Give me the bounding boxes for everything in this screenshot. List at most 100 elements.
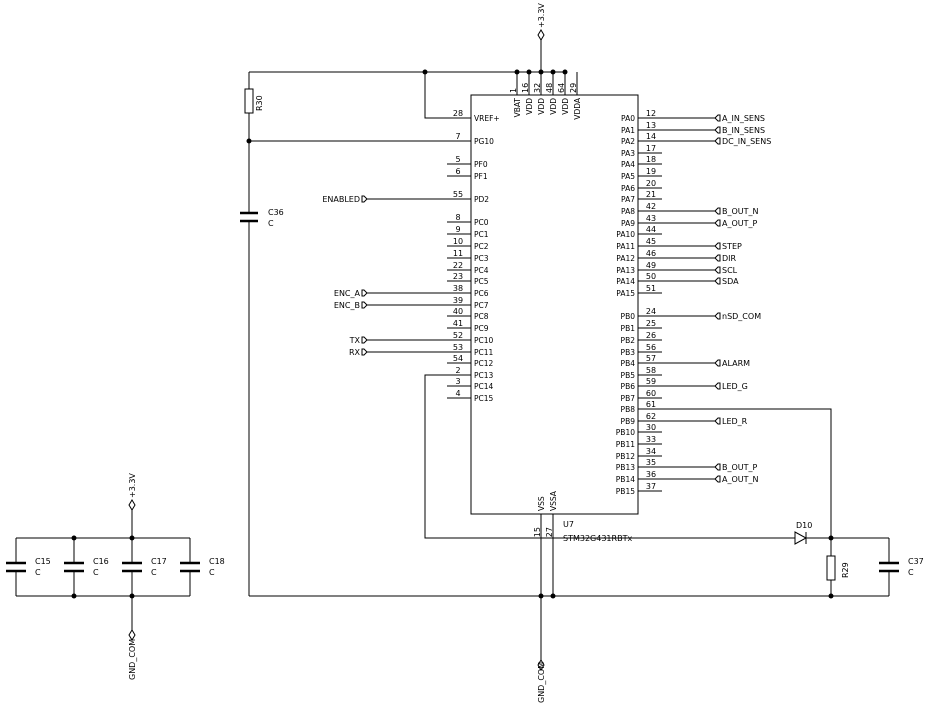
- pin-number: 55: [453, 190, 463, 199]
- net-label-enc_a: ENC_A: [334, 289, 447, 298]
- pin-name: PC13: [474, 371, 494, 380]
- pin-number: 20: [646, 179, 656, 188]
- capacitor-c15: [6, 538, 26, 596]
- pin-number: 50: [646, 272, 656, 281]
- vref-wire: [424, 72, 447, 119]
- power-flag-vcc-decoupling: +3.3V: [128, 473, 137, 538]
- capacitor-c16: [64, 538, 84, 596]
- net-label-text: LED_R: [722, 417, 748, 426]
- pin-number: 54: [453, 354, 463, 363]
- pin-name: VDD: [549, 98, 558, 115]
- vcc-main-label: +3.3V: [537, 3, 546, 28]
- net-label-text: ENABLED: [322, 195, 360, 204]
- resistor-r29: [826, 555, 836, 581]
- pin-name: PC7: [474, 301, 489, 310]
- net-label-tx: TX: [349, 336, 447, 345]
- ic-u7-pins: 28VREF+7PG105PF06PF155PD28PC09PC110PC211…: [447, 72, 662, 539]
- pin-name: PC8: [474, 312, 489, 321]
- net-label-b_out_p: B_OUT_P: [662, 463, 758, 472]
- pin-name: PC6: [474, 289, 489, 298]
- pin-number: 49: [646, 261, 656, 270]
- power-flag-vcc-main: +3.3V: [537, 3, 546, 72]
- pin-name: PD2: [474, 195, 489, 204]
- net-label-step: STEP: [662, 242, 742, 251]
- pin-number: 18: [646, 155, 656, 164]
- pin-number: 51: [646, 284, 656, 293]
- pin-name: VSSA: [549, 490, 558, 511]
- pin-number: 62: [646, 412, 656, 421]
- pin-name: PC10: [474, 336, 494, 345]
- net-label-dir: DIR: [662, 254, 737, 263]
- pin-name: PC11: [474, 348, 494, 357]
- junction-dot: [562, 69, 568, 75]
- net-label-scl: SCL: [662, 266, 738, 275]
- pin-name: PA9: [621, 219, 635, 228]
- pin-name: PA4: [621, 160, 635, 169]
- pin-number: 44: [646, 225, 656, 234]
- pin-name: PB7: [621, 394, 636, 403]
- pin-name: PA7: [621, 195, 635, 204]
- pin-number: 58: [646, 366, 656, 375]
- pin-number: 42: [646, 202, 656, 211]
- pin-name: VSS: [537, 496, 546, 511]
- pin-name: PB15: [616, 487, 635, 496]
- pin-number: 53: [453, 343, 463, 352]
- pin-number: 37: [646, 482, 656, 491]
- r29-ref: R29: [841, 562, 850, 578]
- pin-name: PB2: [621, 336, 636, 345]
- ic-u7-ref: U7: [563, 520, 574, 529]
- c15-ref: C15: [35, 557, 51, 566]
- gnd-decoupling-label: GND_COM: [128, 639, 137, 680]
- pin-number: 12: [646, 109, 656, 118]
- pin-name: PA2: [621, 137, 635, 146]
- net-label-rx: RX: [349, 348, 447, 357]
- pin-name: PB13: [616, 463, 635, 472]
- pin-name: PA5: [621, 172, 635, 181]
- diode-d10: [794, 531, 808, 545]
- net-label-nsd_com: nSD_COM: [662, 312, 761, 321]
- pin-name: PC5: [474, 277, 489, 286]
- net-label-led_r: LED_R: [662, 417, 748, 426]
- pin-name: PA15: [616, 289, 635, 298]
- d10-ref: D10: [796, 521, 812, 530]
- pin-name: VDD: [561, 98, 570, 115]
- net-label-led_g: LED_G: [662, 382, 748, 391]
- pin-number: 14: [646, 132, 656, 141]
- junction-dot: [550, 69, 556, 75]
- net-label-text: nSD_COM: [722, 312, 761, 321]
- net-label-text: B_IN_SENS: [722, 126, 765, 135]
- net-label-text: A_IN_SENS: [722, 114, 765, 123]
- c16-ref: C16: [93, 557, 109, 566]
- power-flag-gnd-main: GND_COM: [537, 659, 546, 703]
- right-net-labels: A_IN_SENSB_IN_SENSDC_IN_SENSB_OUT_NA_OUT…: [662, 114, 771, 484]
- pin-number: 60: [646, 389, 656, 398]
- pin-number: 10: [453, 237, 463, 246]
- net-label-b_out_n: B_OUT_N: [662, 207, 759, 216]
- c17-value: C: [151, 568, 157, 577]
- pin-number: 29: [569, 83, 578, 93]
